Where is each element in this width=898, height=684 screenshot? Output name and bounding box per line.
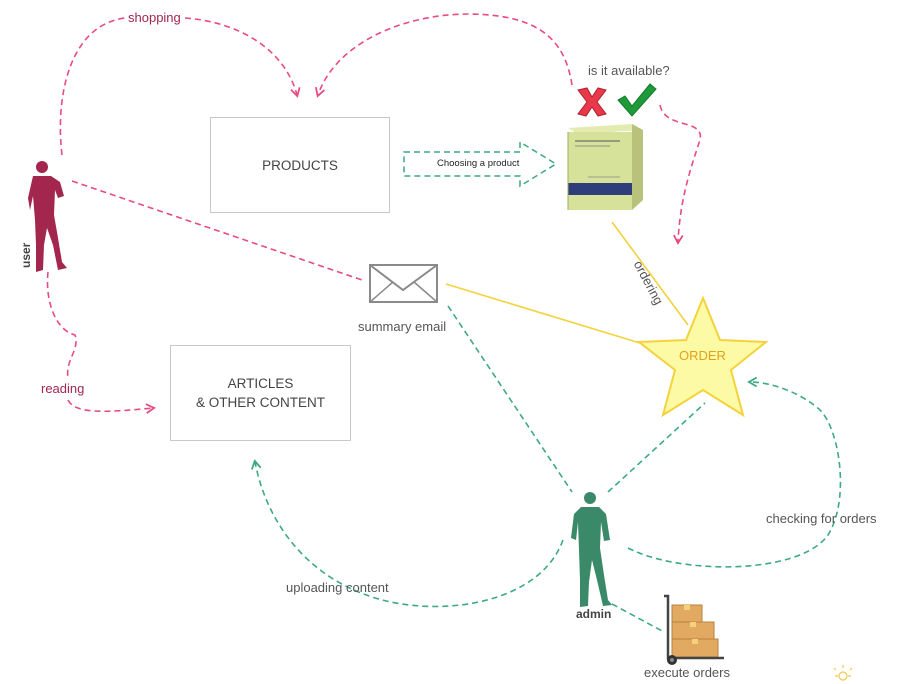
execute-orders-link: [611, 603, 665, 633]
box-order-link: [611, 221, 689, 326]
user-label: user: [19, 242, 33, 268]
checking-orders-link: [627, 376, 842, 568]
star-icon: [636, 295, 769, 418]
admin-figure-icon: [571, 492, 612, 607]
products-node: PRODUCTS: [210, 117, 390, 213]
checking-orders-label: checking for orders: [766, 511, 877, 526]
email-admin-link: [447, 305, 573, 493]
shopping-link: [59, 17, 297, 156]
order-admin-link: [607, 402, 706, 493]
boxes-trolley-icon: [664, 594, 724, 665]
products-label: PRODUCTS: [262, 157, 338, 173]
summary-email-label: summary email: [358, 319, 447, 334]
check-mark-icon: [617, 83, 657, 117]
product-box-icon: [567, 124, 643, 210]
order-label: ORDER: [679, 348, 726, 363]
lightbulb-icon: [833, 665, 853, 681]
envelope-icon: [369, 264, 438, 303]
execute-orders-label: execute orders: [644, 665, 730, 680]
articles-node: ARTICLES & OTHER CONTENT: [170, 345, 351, 441]
email-link: [71, 180, 363, 281]
ordering-link: [659, 104, 702, 245]
articles-label-line1: ARTICLES: [227, 376, 294, 391]
choosing-product-label: Choosing a product: [437, 158, 520, 169]
shopping-label: shopping: [128, 10, 181, 25]
email-order-link: [445, 283, 641, 344]
articles-label-line2: & OTHER CONTENT: [195, 395, 325, 410]
x-mark-icon: [577, 87, 607, 117]
uploading-content-link: [251, 459, 564, 608]
availability-label: is it available?: [588, 63, 670, 78]
user-figure-icon: [28, 161, 67, 272]
reading-link: [46, 271, 153, 411]
admin-label: admin: [576, 607, 612, 621]
availability-link: [315, 13, 573, 98]
reading-label: reading: [41, 381, 85, 396]
uploading-content-label: uploading content: [286, 580, 389, 595]
